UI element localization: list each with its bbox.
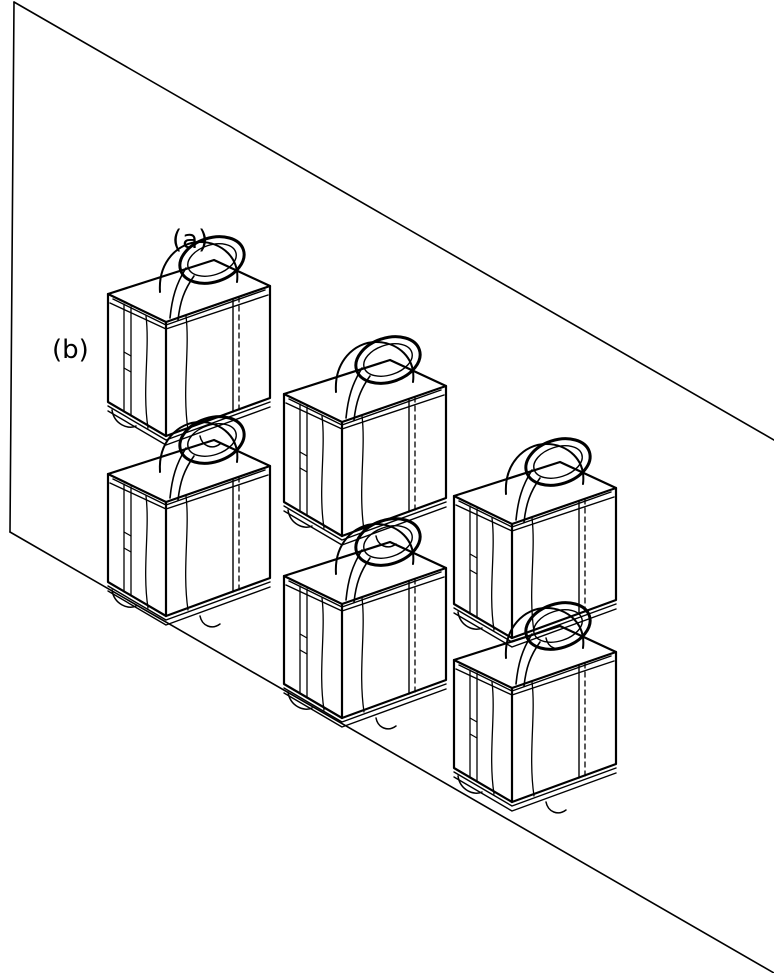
support-plane bbox=[9, 1, 774, 973]
bag-unit-col1-lower bbox=[106, 407, 272, 629]
bag-unit-col1-upper bbox=[106, 227, 272, 449]
bag-unit-col2-lower bbox=[282, 509, 448, 731]
label-b: (b) bbox=[52, 335, 89, 365]
bag-unit-col2-upper bbox=[282, 327, 448, 549]
label-a: (a) bbox=[172, 225, 208, 255]
